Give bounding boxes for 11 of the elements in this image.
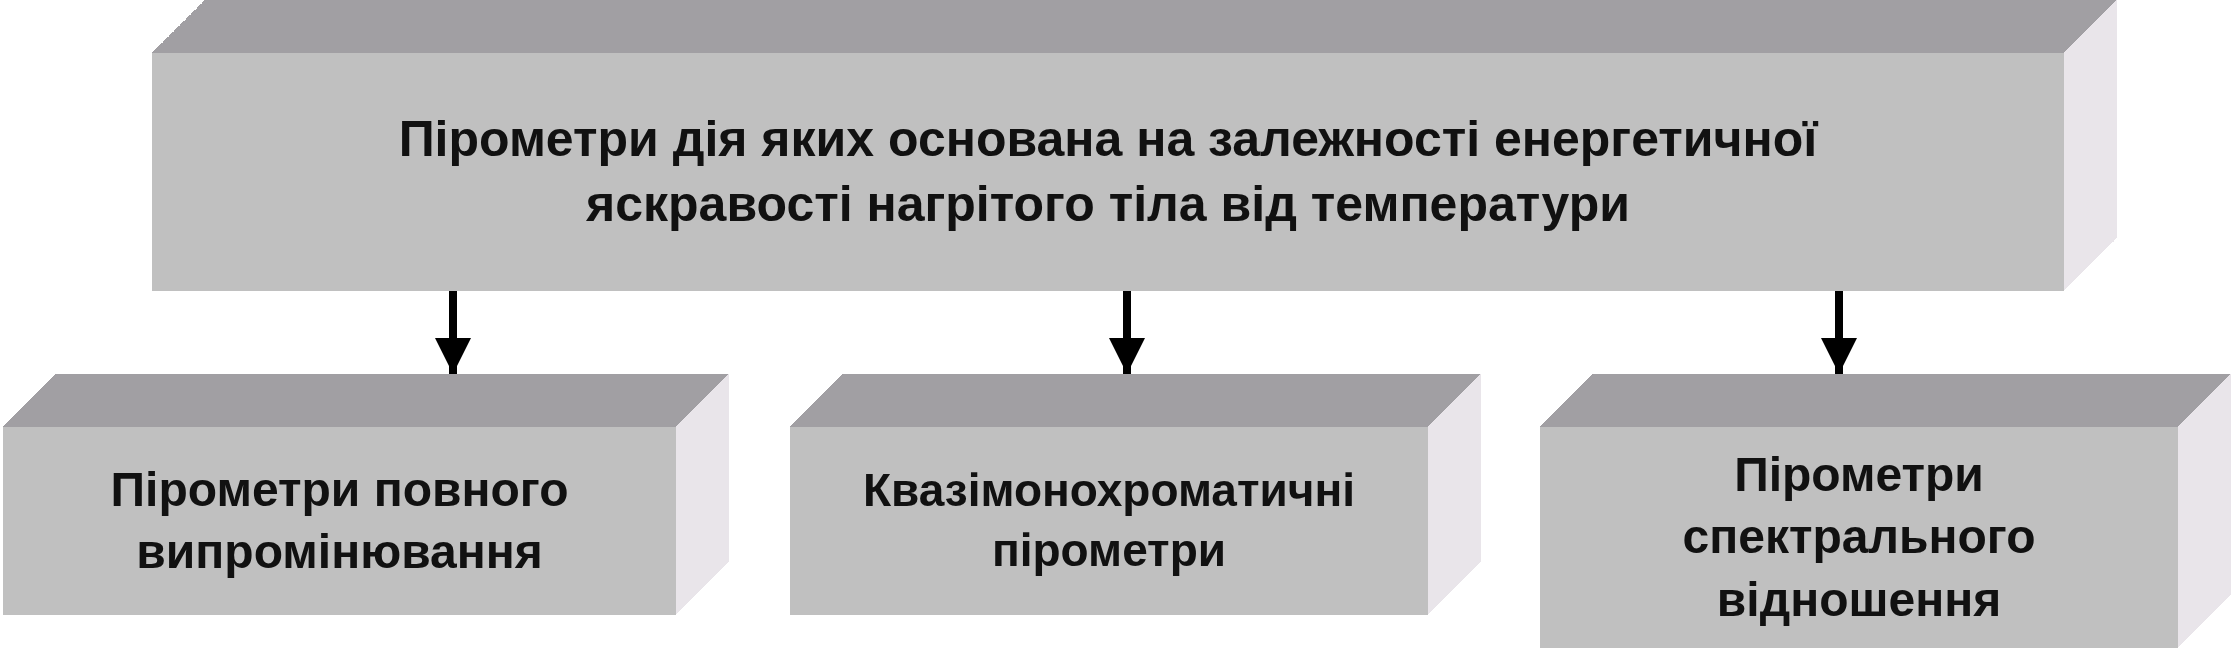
arrow xyxy=(435,291,471,374)
process-block xyxy=(3,374,729,615)
process-block xyxy=(1540,374,2231,648)
block-text: Квазімонохроматичні пірометри xyxy=(861,463,1357,578)
block-text: Пірометри повного випромінювання xyxy=(109,461,570,580)
block-text: Пірометри дія яких основана на залежності енергетичної яскравості нагрітого тіла від температури xyxy=(397,110,1820,234)
arrow xyxy=(1821,291,1857,374)
process-block xyxy=(152,0,2117,291)
block-text: Пірометри спектрального відношення xyxy=(1681,446,2037,628)
arrow xyxy=(1109,291,1145,374)
process-block xyxy=(790,374,1481,615)
